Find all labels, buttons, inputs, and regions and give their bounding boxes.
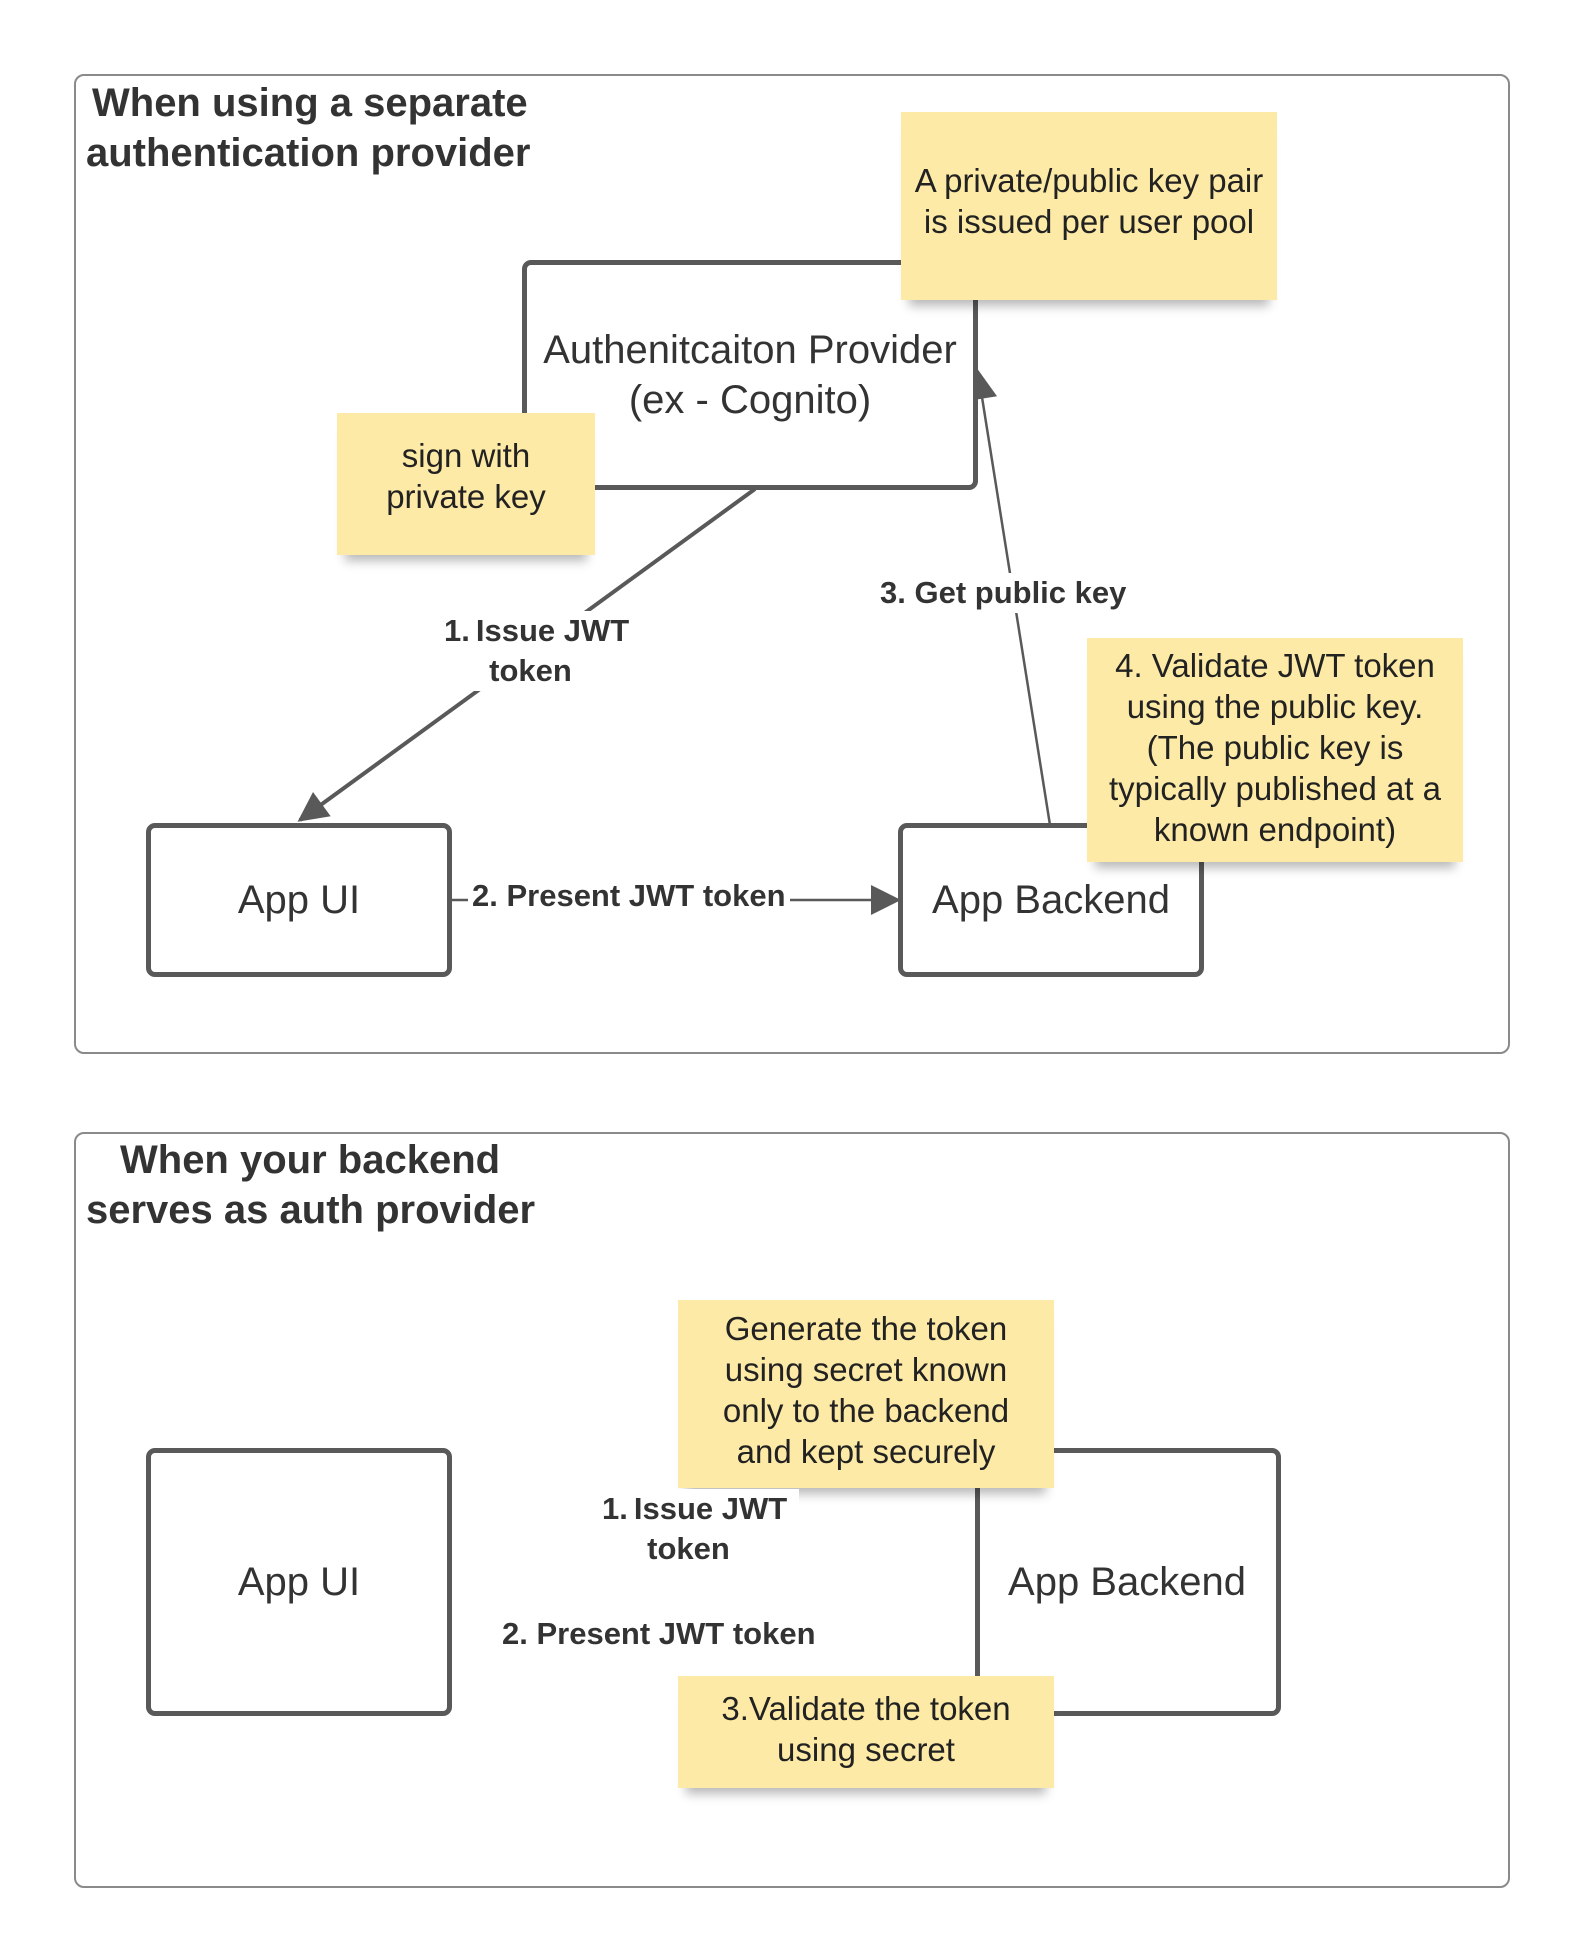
- panel-title-line: When your backend: [120, 1138, 501, 1182]
- edge-label-text: 2. Present JWT token: [502, 1616, 816, 1651]
- note-line: and kept securely: [736, 1433, 996, 1470]
- note-line: (The public key is: [1146, 729, 1404, 766]
- edge-label-present-token-top: 2. Present JWT token: [468, 876, 790, 916]
- note-line: using secret known: [724, 1351, 1008, 1388]
- note-sign-private-key: sign with private key: [337, 413, 595, 555]
- node-label: App UI: [237, 878, 361, 922]
- edge-label-line: token: [489, 653, 572, 688]
- edge-label-line: Issue JWT: [475, 613, 630, 648]
- edge-label-number: 1.: [444, 613, 470, 648]
- node-label: Authenitcaiton Provider: [543, 328, 957, 372]
- note-validate-secret: 3.Validate the token using secret: [678, 1676, 1054, 1788]
- panel-title-separate-auth-provider: When using a separate authentication pro…: [86, 78, 531, 178]
- note-line: typically published at a: [1108, 770, 1442, 807]
- note-line: private key: [386, 478, 546, 515]
- edge-label-present-token-bottom: 2. Present JWT token: [498, 1614, 820, 1654]
- node-label: App Backend: [932, 878, 1170, 922]
- panel-title-line: authentication provider: [86, 131, 531, 175]
- app-backend-node: App Backend: [975, 1448, 1281, 1716]
- note-line: Generate the token: [724, 1310, 1008, 1347]
- app-backend-node: App Backend: [898, 823, 1204, 977]
- edge-label-get-public-key: 3. Get public key: [876, 573, 1131, 613]
- edge-label-number: 1.: [602, 1491, 628, 1526]
- edge-label-text: 2. Present JWT token: [472, 878, 786, 913]
- panel-title-backend-auth-provider: When your backend serves as auth provide…: [86, 1135, 535, 1235]
- node-label: (ex - Cognito): [628, 378, 872, 422]
- app-ui-node: App UI: [146, 1448, 452, 1716]
- app-ui-node: App UI: [146, 823, 452, 977]
- note-validate-public-key: 4. Validate JWT token using the public k…: [1087, 638, 1463, 862]
- edge-label-issue-token-bottom: 1.Issue JWT token: [598, 1489, 800, 1569]
- note-line: 3.Validate the token: [721, 1690, 1011, 1727]
- note-line: sign with: [401, 437, 531, 474]
- panel-title-line: When using a separate: [92, 81, 528, 125]
- note-line: using secret: [777, 1731, 955, 1768]
- note-line: only to the backend: [722, 1392, 1010, 1429]
- node-label: App UI: [237, 1560, 361, 1604]
- node-label: App Backend: [1008, 1560, 1246, 1604]
- note-line: is issued per user pool: [923, 203, 1255, 240]
- note-key-pair: A private/public key pair is issued per …: [901, 112, 1277, 300]
- note-line: A private/public key pair: [914, 162, 1264, 199]
- edge-label-text: 3. Get public key: [880, 575, 1127, 610]
- edge-label-issue-token-top: 1.Issue JWT token: [440, 611, 634, 691]
- edge-label-line: Issue JWT: [633, 1491, 788, 1526]
- note-generate-token: Generate the token using secret known on…: [678, 1300, 1054, 1488]
- note-line: 4. Validate JWT token: [1115, 647, 1435, 684]
- note-line: known endpoint): [1153, 811, 1397, 848]
- note-line: using the public key.: [1126, 688, 1424, 725]
- panel-title-line: serves as auth provider: [86, 1188, 536, 1232]
- edge-label-line: token: [647, 1531, 730, 1566]
